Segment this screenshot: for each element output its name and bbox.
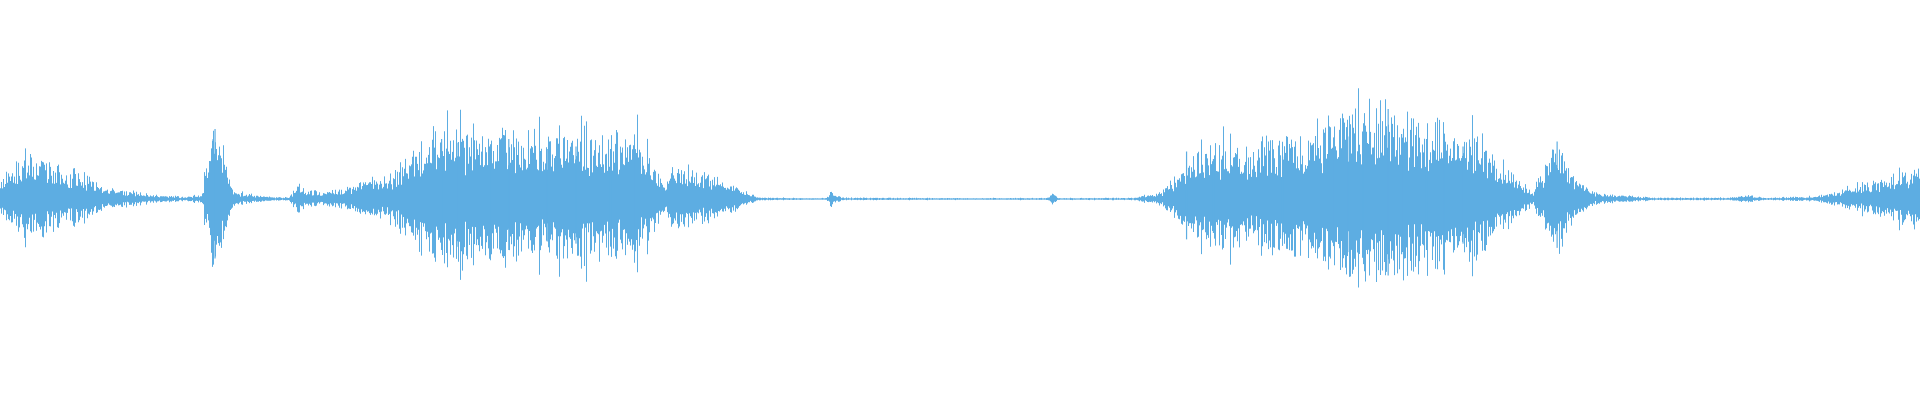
waveform-samples <box>0 88 1920 288</box>
waveform-path <box>0 88 1920 288</box>
